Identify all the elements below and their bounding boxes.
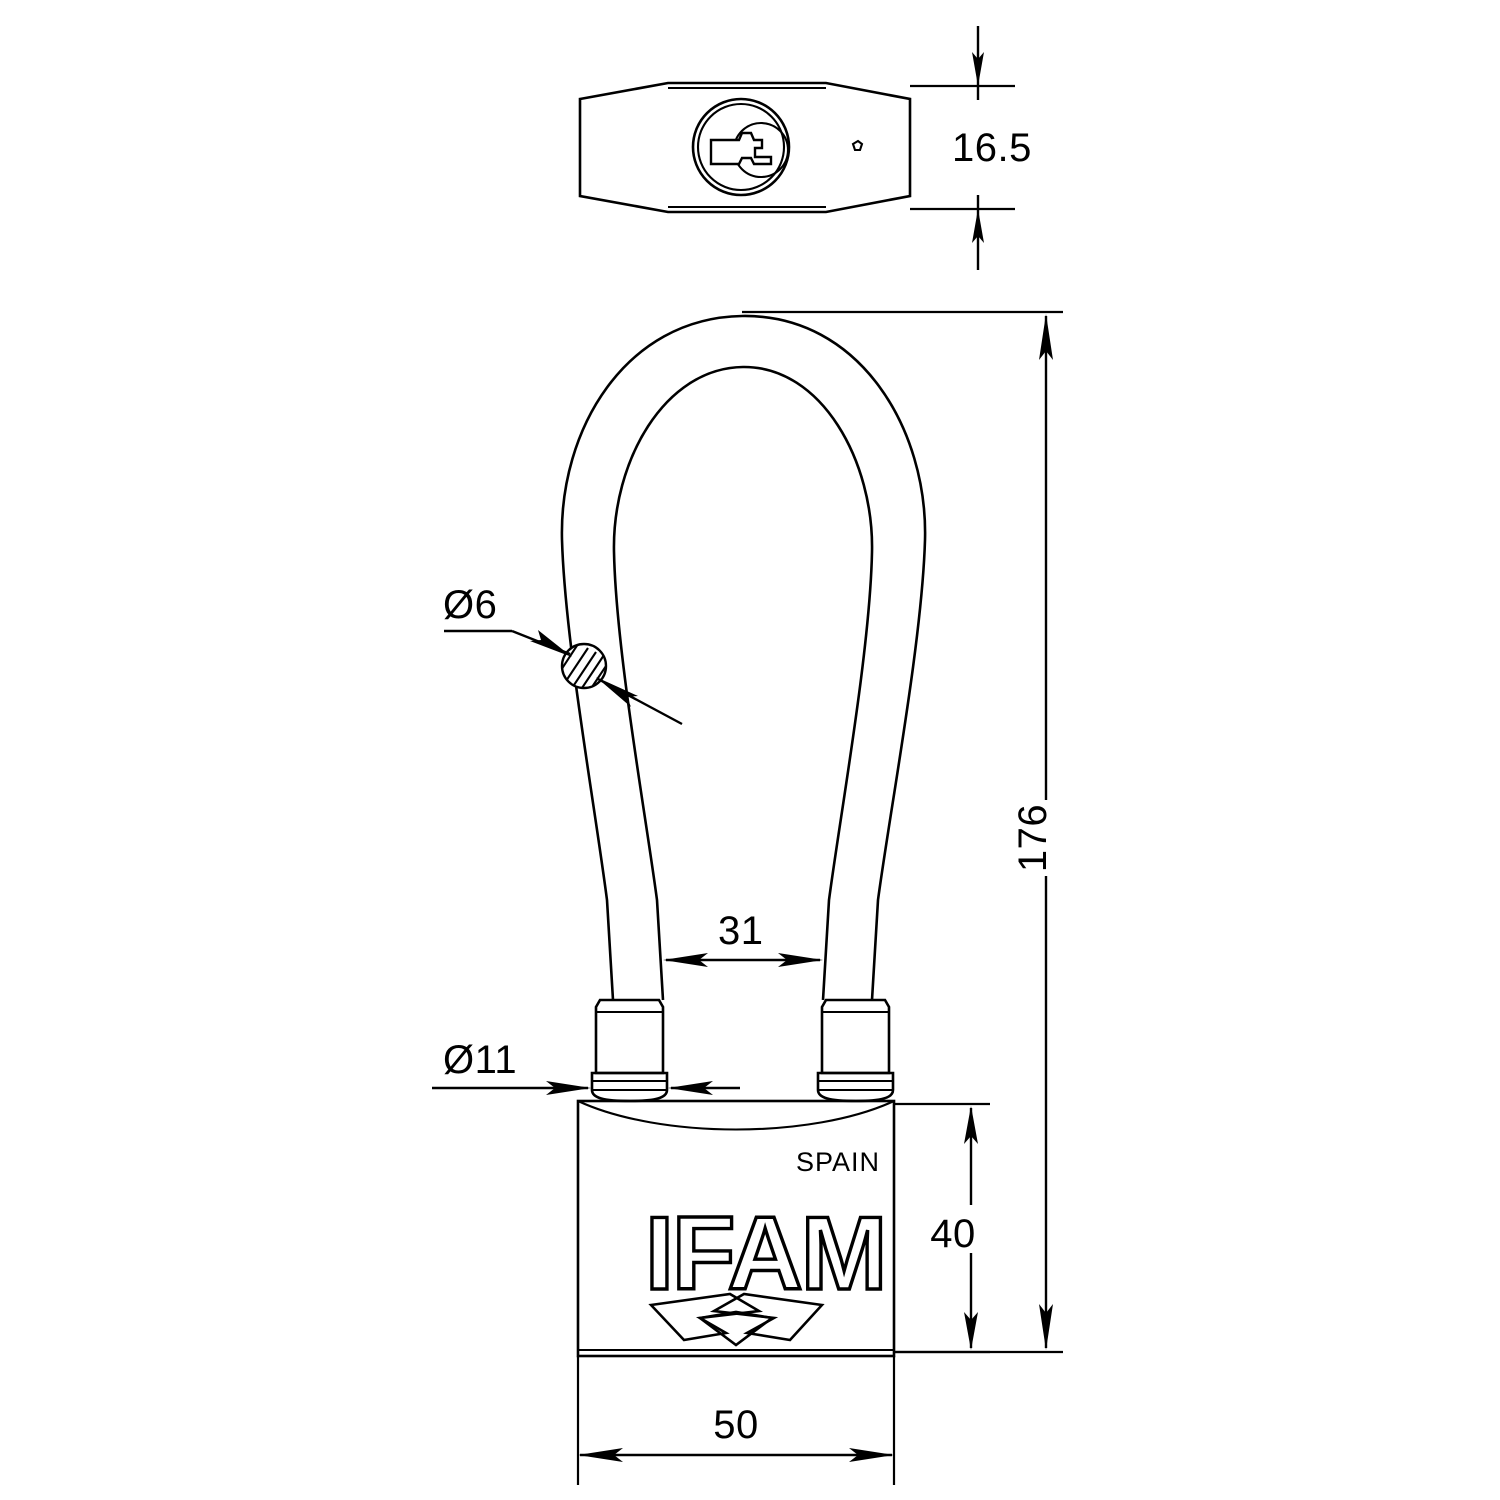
keyhole-outer-ring <box>691 97 791 197</box>
left-ferrule-collar <box>590 1071 669 1103</box>
key-profile-cutout <box>709 131 773 166</box>
top-view-outline <box>578 81 912 214</box>
cable-section-marker <box>560 642 608 690</box>
dim-50-arrow-left <box>578 1448 623 1462</box>
right-ferrule-collar <box>816 1071 895 1103</box>
dim-d11-arrow-right <box>668 1081 713 1095</box>
ifam-logo-text: IFAM <box>645 1196 885 1312</box>
dim-176-arrow-bottom <box>1039 1304 1053 1350</box>
top-view <box>578 81 912 214</box>
dim-176-arrow-top <box>1039 314 1053 360</box>
lock-body: SPAIN IFAM <box>576 1099 896 1358</box>
dim-d6-label: Ø6 <box>443 583 497 627</box>
dim-40: 40 <box>894 1102 990 1354</box>
dim-50-arrow-right <box>849 1448 894 1462</box>
dim-d11: Ø11 <box>432 1038 740 1095</box>
lock-body-outline <box>576 1099 896 1358</box>
ifam-emblem-icon <box>648 1292 825 1347</box>
lock-body-top-curve <box>577 1100 895 1131</box>
dim-d11-label: Ø11 <box>443 1038 517 1082</box>
dim-50: 50 <box>576 1356 896 1485</box>
dim-40-label: 40 <box>930 1212 976 1256</box>
dim-16-5-arrow-top <box>972 52 984 86</box>
keyhole-inner-ring <box>696 102 786 192</box>
dim-31: 31 <box>663 909 823 967</box>
dim-d6: Ø6 <box>443 583 683 726</box>
dim-16-5-label: 16.5 <box>952 126 1032 170</box>
dim-31-label: 31 <box>718 909 764 953</box>
cable-outer-contour <box>560 314 927 1001</box>
emblem-center-band <box>696 1310 776 1347</box>
cable-shackle <box>560 314 927 1001</box>
dim-40-arrow-top <box>964 1106 978 1144</box>
dim-176-label: 176 <box>1011 804 1055 872</box>
right-ferrule <box>816 998 895 1103</box>
dim-40-arrow-bottom <box>964 1312 978 1350</box>
dim-31-arrow-right <box>778 953 823 967</box>
left-ferrule <box>590 998 669 1103</box>
dim-16-5-arrow-bottom <box>972 209 984 243</box>
dim-d6-arrow-left <box>530 630 572 657</box>
spain-marking: SPAIN <box>796 1147 880 1177</box>
dim-16-5: 16.5 <box>910 26 1032 270</box>
dim-31-arrow-left <box>663 953 708 967</box>
pin-hole-icon <box>851 139 864 152</box>
cable-inner-contour <box>612 365 874 1001</box>
dim-d6-arrow-right <box>596 677 638 707</box>
dim-50-label: 50 <box>713 1403 759 1447</box>
cable-section-circle <box>560 642 608 690</box>
dim-d11-arrow-left <box>546 1081 591 1095</box>
